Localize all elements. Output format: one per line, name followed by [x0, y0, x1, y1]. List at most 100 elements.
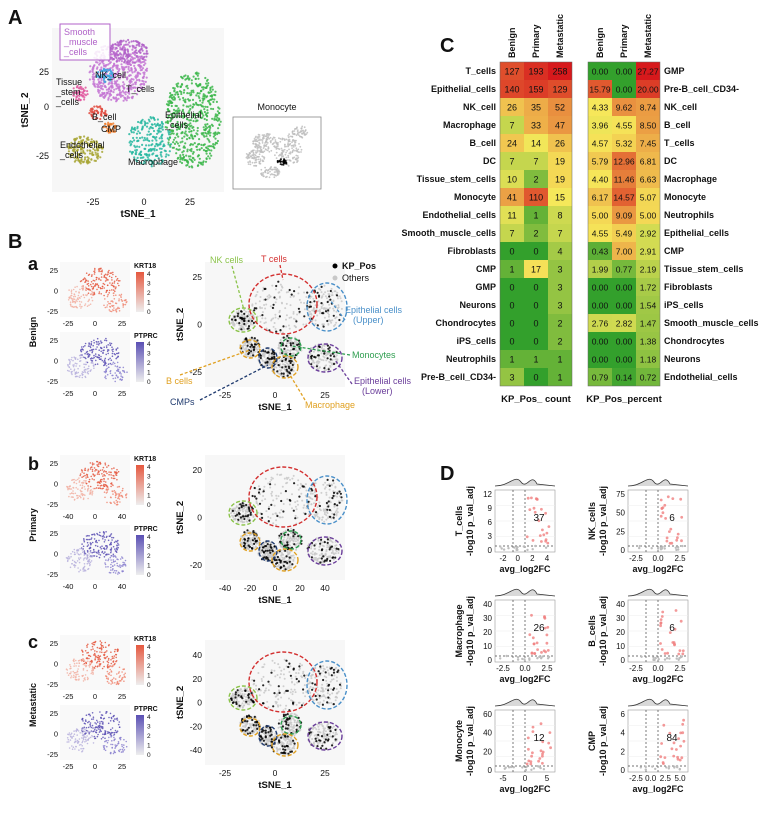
point [92, 551, 95, 553]
point [110, 300, 112, 303]
point [80, 356, 82, 359]
point [264, 350, 267, 353]
tick-y: 0 [54, 287, 58, 296]
point [95, 348, 97, 351]
point [252, 354, 255, 357]
point [139, 151, 142, 154]
tick-y: -25 [47, 377, 58, 386]
point [245, 156, 248, 159]
point [249, 160, 251, 163]
point [241, 326, 244, 329]
point [216, 139, 219, 143]
label-line: B_cell [92, 112, 117, 122]
point [283, 162, 286, 165]
point [292, 295, 295, 298]
point [114, 377, 117, 379]
point [198, 92, 201, 95]
point [112, 289, 115, 291]
point [275, 171, 277, 173]
point [276, 170, 279, 172]
point [143, 52, 146, 55]
point [192, 129, 195, 132]
point [249, 355, 252, 357]
point [70, 289, 73, 292]
point [171, 97, 174, 100]
point [241, 349, 244, 352]
point [109, 79, 112, 82]
label-macrophage: Macrophage [128, 157, 178, 167]
point [79, 374, 81, 377]
point [70, 294, 73, 297]
point [281, 155, 283, 158]
point [205, 152, 208, 155]
point [108, 275, 111, 278]
point [196, 126, 199, 130]
point [84, 474, 86, 477]
tick-y: 0 [197, 320, 202, 330]
point [167, 154, 170, 157]
point [96, 341, 98, 343]
point [130, 131, 133, 134]
point [101, 478, 103, 481]
point [91, 68, 94, 71]
point [83, 366, 86, 369]
cluster-Tissue_stem_cells [72, 84, 89, 102]
point [196, 143, 200, 146]
point [79, 305, 81, 307]
point [310, 503, 313, 506]
point [76, 494, 78, 497]
point [232, 518, 235, 521]
point [122, 306, 124, 308]
point [205, 157, 208, 160]
point [119, 56, 122, 59]
point [70, 368, 72, 371]
point [279, 516, 282, 519]
feature-label: PTPRC [134, 526, 158, 533]
point [338, 295, 341, 298]
group-label: Benign [28, 317, 38, 348]
point [288, 339, 291, 342]
point [284, 145, 286, 148]
point [271, 306, 274, 309]
scale-tick: 2 [147, 360, 151, 367]
point [261, 151, 264, 154]
point [274, 154, 276, 157]
point [83, 485, 86, 488]
point [116, 545, 118, 547]
point [107, 90, 110, 93]
point [112, 363, 114, 365]
point [121, 90, 124, 93]
point [323, 511, 326, 514]
point [170, 104, 173, 108]
label-line: Smooth [64, 27, 95, 37]
point [270, 492, 273, 495]
point [252, 142, 255, 145]
point [69, 301, 72, 304]
point [75, 479, 77, 482]
point [237, 310, 240, 312]
point [291, 132, 294, 135]
point [79, 474, 81, 477]
point [320, 296, 323, 299]
point [318, 366, 321, 369]
point [74, 372, 77, 375]
point [293, 161, 296, 164]
point [203, 108, 206, 111]
point [296, 313, 299, 316]
point [88, 538, 91, 541]
point [258, 136, 261, 138]
point [71, 479, 73, 482]
point [155, 148, 158, 152]
scale-tick: 2 [147, 553, 151, 560]
point [175, 83, 178, 86]
point [88, 78, 91, 81]
point [106, 553, 108, 555]
point [116, 41, 119, 44]
point [310, 312, 313, 315]
point [259, 307, 262, 310]
point [98, 551, 100, 554]
point [70, 496, 73, 498]
point [323, 356, 326, 359]
point [129, 63, 132, 67]
